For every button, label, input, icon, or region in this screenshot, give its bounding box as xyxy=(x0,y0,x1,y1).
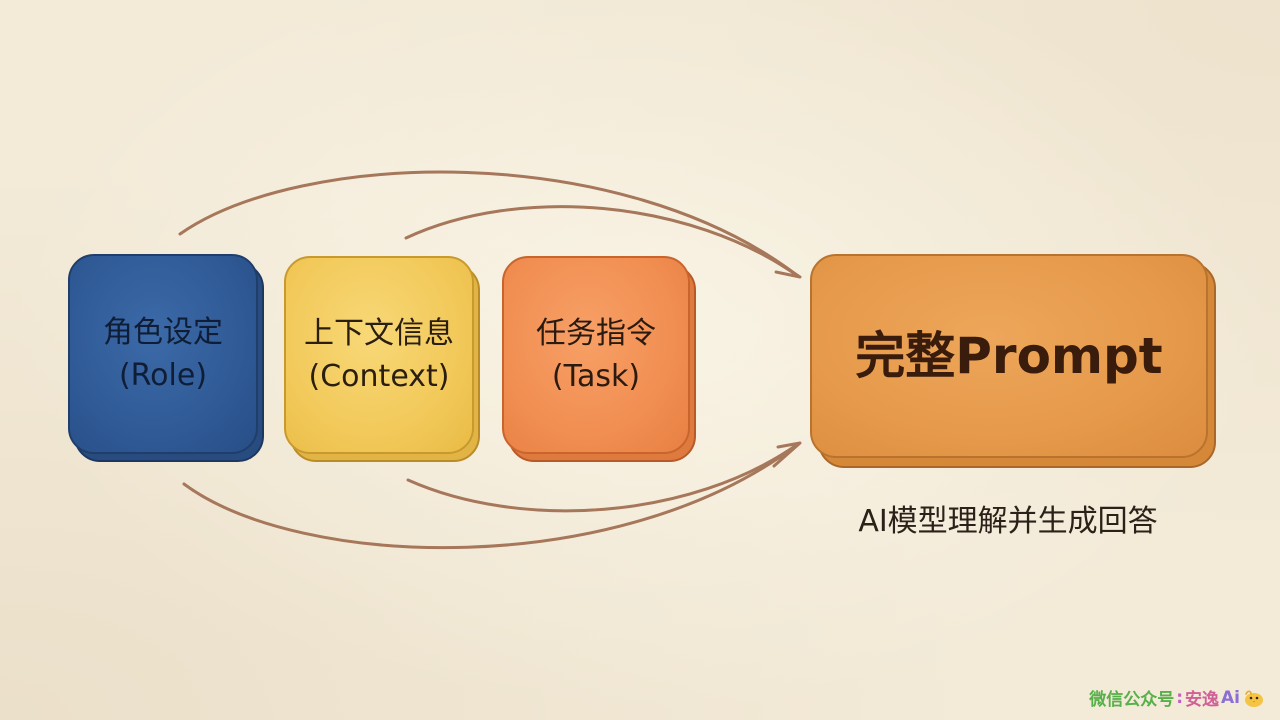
role-subtitle: (Role) xyxy=(118,358,208,393)
cute-bird-icon xyxy=(1245,690,1263,707)
arrow-role-to-prompt-top xyxy=(178,170,800,278)
arrow-role-to-prompt-bottom xyxy=(182,442,800,550)
role-title: 角色设定 xyxy=(103,314,223,350)
task-subtitle: (Task) xyxy=(551,359,641,394)
watermark-ai: Ai xyxy=(1221,687,1240,708)
watermark-label: 微信公众号 xyxy=(1089,690,1175,710)
prompt-box: 完整Prompt xyxy=(810,254,1208,458)
watermark-name: 安逸 xyxy=(1185,690,1220,710)
watermark-colon: : xyxy=(1176,687,1184,708)
arrowhead-top xyxy=(762,252,802,279)
watermark: 微信公众号 : 安逸 Ai xyxy=(1089,685,1266,710)
context-title: 上下文信息 xyxy=(304,315,454,351)
context-box: 上下文信息 (Context) xyxy=(284,256,474,454)
arrow-context-to-prompt-bottom xyxy=(406,442,800,513)
prompt-title: 完整Prompt xyxy=(855,326,1163,385)
task-box: 任务指令 (Task) xyxy=(502,256,690,454)
context-subtitle: (Context) xyxy=(308,359,450,394)
task-title: 任务指令 xyxy=(536,315,656,351)
arrowhead-bottom xyxy=(772,441,802,468)
arrow-context-to-prompt-top xyxy=(404,205,800,278)
prompt-caption: AI模型理解并生成回答 xyxy=(858,504,1158,539)
role-box: 角色设定 (Role) xyxy=(68,254,258,454)
